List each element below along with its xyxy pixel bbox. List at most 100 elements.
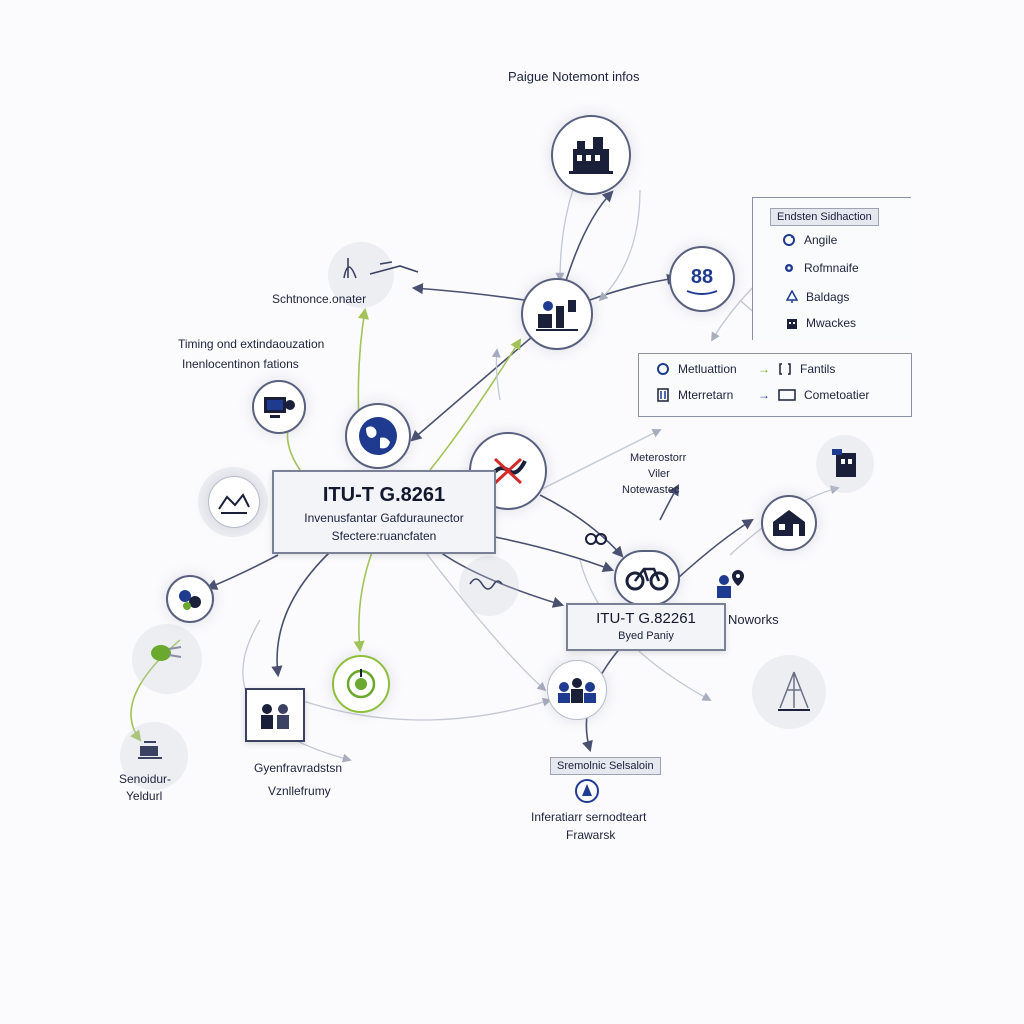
legend-top-label: Baldags	[806, 290, 850, 304]
main-standard-box[interactable]: ITU-T G.8261 Invenusfantar Gafduraunecto…	[272, 470, 496, 554]
leaf-node[interactable]	[143, 635, 187, 671]
database-node[interactable]: 88	[669, 246, 735, 312]
connection-edge	[491, 348, 501, 401]
gyen-label-line1: Gyenfravradstsn	[254, 761, 343, 775]
senoid-node[interactable]	[136, 738, 164, 762]
globe-icon	[359, 417, 397, 455]
legend-top-label: Mwackes	[806, 316, 857, 330]
user-pin-icon	[717, 570, 744, 598]
connection-edge	[410, 329, 541, 442]
house-node[interactable]	[761, 495, 817, 551]
connection-edge	[564, 190, 614, 285]
infer-node[interactable]	[574, 778, 600, 804]
house-icon	[773, 510, 805, 536]
factory-node[interactable]	[551, 115, 631, 195]
main-box-line2: Sfectere:ruancfaten	[331, 529, 437, 543]
timing-label-line2: Inenlocentinon fations	[182, 357, 299, 371]
main-box-line1: Invenusfantar Gafduraunector	[304, 511, 464, 525]
target-icon	[346, 669, 376, 699]
connection-edge	[539, 494, 624, 558]
pyramid-node[interactable]	[772, 668, 816, 716]
secondary-standard-box[interactable]: ITU-T G.82261 Byed Paniy	[566, 603, 726, 651]
legend-bottom-row: Mterretarn → Cometoatier	[656, 388, 869, 402]
chain-link[interactable]	[584, 530, 608, 548]
soft-node-bg	[752, 655, 826, 729]
legend-top-label: Rofmnaife	[804, 261, 859, 275]
connection-edge	[411, 283, 525, 301]
connection-edge	[419, 544, 547, 692]
team-node[interactable]	[547, 660, 607, 720]
leaf-icon	[151, 645, 182, 661]
timing-label-line1: Timing ond extindaouzation	[178, 337, 325, 351]
legend-bottom-to: Cometoatier	[804, 388, 870, 402]
connection-edge	[299, 697, 552, 721]
photo-frame[interactable]	[245, 688, 305, 742]
diagram-title: Paigue Notemont infos	[508, 69, 640, 84]
tree-icon	[786, 290, 798, 303]
infer-label-line2: Frawarsk	[566, 828, 616, 842]
column-icon	[657, 388, 669, 402]
networks-label: Noworks	[728, 612, 779, 627]
people-photo-icon	[261, 704, 289, 729]
database-icon: 88	[686, 266, 718, 295]
legend-bottom-row: Metluattion → Fantils	[656, 362, 835, 376]
connection-edge	[353, 551, 373, 653]
arrow-right-icon: →	[758, 388, 770, 402]
secondary-box-subtitle: Byed Paniy	[618, 630, 674, 642]
soft-node-bg	[328, 242, 394, 308]
gear-icon	[785, 264, 793, 272]
legend-top-label: Angile	[804, 233, 838, 247]
legend-bottom-from: Mterretarn	[678, 388, 734, 402]
connection-edge	[589, 273, 679, 301]
scribble-icon	[469, 578, 503, 590]
pyramid-icon	[778, 671, 810, 711]
legend-top-title: Endsten Sidhaction	[770, 208, 879, 226]
hub-node[interactable]	[521, 278, 593, 350]
svg-text:88: 88	[691, 266, 713, 288]
connection-edge	[205, 554, 279, 590]
meter-label-line3: Notewastec	[622, 484, 680, 496]
compass-icon	[575, 779, 599, 803]
building-icon	[787, 319, 797, 329]
infer-label-line1: Inferatiarr sernodteart	[531, 810, 647, 824]
connection-edge	[439, 551, 565, 608]
building-icon	[832, 449, 856, 477]
secondary-box-title: ITU-T G.82261	[596, 610, 696, 627]
user-location-node[interactable]	[712, 568, 748, 600]
bracket-icon	[779, 363, 791, 375]
sketch-node[interactable]	[208, 476, 260, 528]
globe-node[interactable]	[345, 403, 411, 469]
gyen-label-line2: Vznllefrumy	[268, 784, 331, 798]
wind-sketch[interactable]	[340, 252, 422, 282]
soft-node-bg	[459, 556, 519, 616]
sketch-icon	[218, 493, 250, 514]
factory-icon	[569, 137, 613, 174]
monitor-node[interactable]	[252, 380, 306, 434]
connection-edge	[677, 518, 754, 579]
team-icon	[558, 678, 596, 703]
legend-bottom-from: Metluattion	[678, 362, 737, 376]
legend-top-item: Mwackes	[786, 316, 856, 330]
legend-top-item: Angile	[782, 233, 837, 247]
link-icon	[585, 533, 607, 545]
connection-edge	[598, 189, 641, 302]
building-node[interactable]	[830, 445, 862, 479]
wind-sketch-icon	[343, 258, 419, 279]
machine-icon	[138, 741, 162, 759]
schmonce-label: Schtnonce.onater	[272, 292, 367, 306]
scribble-node	[468, 572, 504, 594]
cluster-node[interactable]	[166, 575, 214, 623]
network-hub-icon	[536, 300, 578, 331]
infer-tag: Sremolnic Selsaloin	[550, 757, 661, 775]
legend-top-item: Baldags	[786, 290, 849, 304]
bike-node[interactable]	[614, 550, 680, 606]
target-node[interactable]	[332, 655, 390, 713]
sync-icon	[783, 234, 795, 246]
monitor-icon	[264, 397, 295, 418]
screen-icon	[778, 389, 796, 401]
connection-edge	[271, 551, 331, 678]
cluster-icon	[179, 590, 201, 610]
sync-icon	[657, 363, 669, 375]
legend-bottom-to: Fantils	[800, 362, 836, 376]
